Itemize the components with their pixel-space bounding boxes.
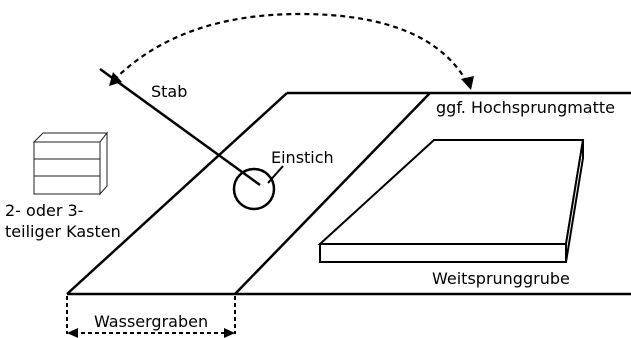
box-segment-middle (33, 158, 101, 177)
ditch-right-edge (234, 92, 431, 295)
pole-label: Stab (151, 82, 187, 101)
flight-arc (113, 12, 469, 85)
box-side-face (99, 131, 108, 196)
box-label-line2: teiliger Kasten (5, 222, 121, 241)
ditch-dim-arrow-left (67, 328, 78, 338)
landing-pit (317, 139, 585, 263)
pit-side-face (565, 139, 584, 263)
runway-left-edge (66, 92, 288, 295)
box-segment-top (33, 141, 101, 160)
pit-label: Weitsprunggrube (432, 269, 570, 288)
ditch-label: Wassergraben (94, 312, 208, 331)
mat-label: ggf. Hochsprungmatte (436, 98, 615, 117)
box-label-line1: 2- oder 3- (5, 201, 83, 220)
stacked-box (32, 131, 109, 196)
plant-label: Einstich (271, 148, 334, 167)
box-segment-bottom (33, 175, 101, 195)
ditch-dim-arrow-right (224, 328, 235, 338)
box-top-face (32, 132, 109, 143)
plant-circle (232, 167, 276, 211)
pole-line (99, 67, 261, 187)
pit-front-face (319, 243, 567, 263)
runway-outline (66, 91, 631, 296)
ditch-dimension (66, 296, 236, 338)
flight-arc-arrow-end (461, 76, 474, 90)
flight-arc-arrow-start (109, 72, 122, 86)
pit-top-face (317, 139, 585, 245)
plant-leader-line (267, 165, 284, 184)
